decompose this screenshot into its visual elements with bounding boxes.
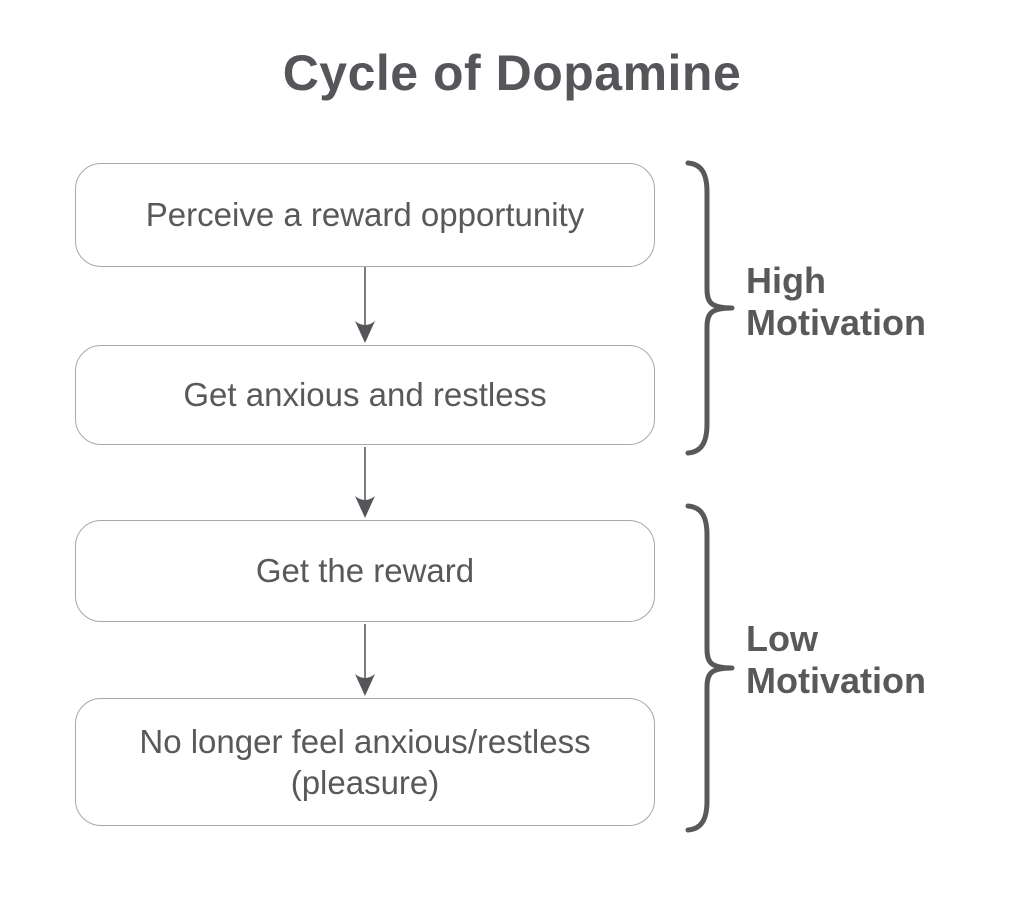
- arrow-down-icon: [355, 624, 375, 696]
- flow-step-label: No longer feel anxious/restless (pleasur…: [139, 722, 591, 801]
- flow-step-label: Get the reward: [255, 552, 475, 590]
- arrow-down-icon: [355, 447, 375, 518]
- curly-brace-high-motivation: [685, 160, 735, 456]
- flow-step-anxious-restless: Get anxious and restless: [75, 345, 655, 445]
- flow-step-get-reward: Get the reward: [75, 520, 655, 622]
- page-title: Cycle of Dopamine: [282, 45, 742, 101]
- flow-step-label: Get anxious and restless: [183, 376, 547, 414]
- arrow-down-icon: [355, 267, 375, 343]
- flow-step-label: Perceive a reward opportunity: [145, 196, 585, 234]
- group-label-high-motivation: High Motivation: [746, 260, 926, 344]
- flow-step-perceive-reward: Perceive a reward opportunity: [75, 163, 655, 267]
- curly-brace-low-motivation: [685, 503, 735, 833]
- group-label-low-motivation: Low Motivation: [746, 618, 926, 702]
- flow-step-no-longer-anxious: No longer feel anxious/restless (pleasur…: [75, 698, 655, 826]
